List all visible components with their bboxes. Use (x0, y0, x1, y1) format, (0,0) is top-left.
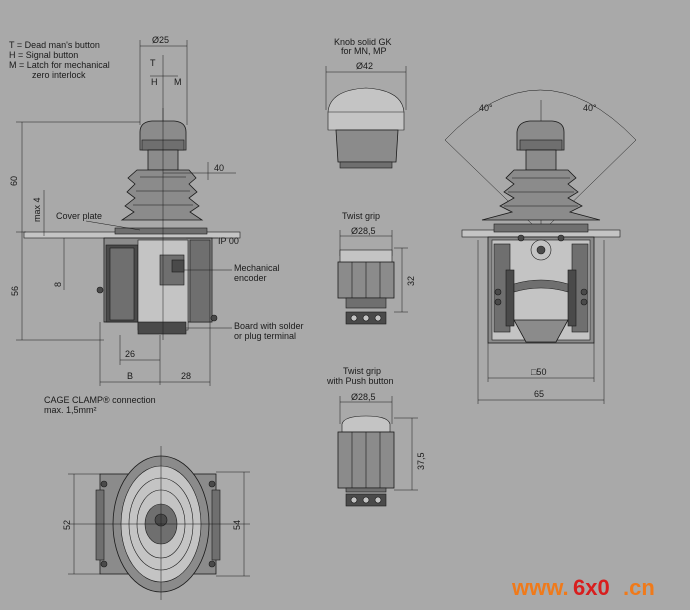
label-terminal: or plug terminal (234, 331, 296, 341)
twist-height: 32 (406, 276, 416, 286)
watermark: www. 6x0 .cn (511, 575, 655, 600)
dim-50: □50 (531, 367, 546, 377)
dim-65: 65 (534, 389, 544, 399)
bottom-view: 52 54 (62, 446, 250, 600)
dim-dia-25: Ø25 (152, 35, 169, 45)
cage-line2: max. 1,5mm² (44, 405, 97, 415)
dim-28: 28 (181, 371, 191, 381)
knob-gk: Knob solid GK for MN, MP Ø42 (325, 37, 407, 169)
label-cover-plate: Cover plate (56, 211, 102, 221)
knob-title2: for MN, MP (341, 46, 387, 56)
label-board: Board with solder (234, 321, 304, 331)
angle-right: 40° (583, 103, 597, 113)
twist-push-height: 37,5 (416, 452, 426, 470)
legend-t: T = Dead man's button (9, 40, 100, 50)
dim-54: 54 (232, 520, 242, 530)
legend-h: H = Signal button (9, 50, 78, 60)
twist-push-title2: with Push button (326, 376, 394, 386)
label-h: H (151, 77, 158, 87)
legend-m-cont: zero interlock (32, 70, 86, 80)
twist-grip-push: Twist grip with Push button Ø28,5 37,5 (326, 366, 426, 507)
dim-b: B (127, 371, 133, 381)
twist-title: Twist grip (342, 211, 380, 221)
dim-60: 60 (9, 176, 19, 186)
dim-8: 8 (53, 282, 63, 287)
angle-left: 40° (479, 103, 493, 113)
watermark-www: www. (511, 575, 569, 600)
knob-title1: Knob solid GK (334, 37, 392, 47)
twist-push-title1: Twist grip (343, 366, 381, 376)
front-view: 40° 40° □50 (444, 89, 637, 404)
legend: T = Dead man's button H = Signal button … (9, 40, 110, 80)
dim-40: 40 (214, 163, 224, 173)
side-view: Ø25 T H M 40 (9, 35, 304, 386)
legend-m: M = Latch for mechanical (9, 60, 110, 70)
twist-grip: Twist grip Ø28,5 32 (337, 211, 416, 325)
label-ip: IP 00 (218, 236, 239, 246)
dim-52: 52 (62, 520, 72, 530)
knob-dia: Ø42 (356, 61, 373, 71)
dim-26: 26 (125, 349, 135, 359)
label-encoder: encoder (234, 273, 267, 283)
label-mechanical: Mechanical (234, 263, 280, 273)
twist-push-dia: Ø28,5 (351, 392, 376, 402)
dim-56: 56 (10, 286, 20, 296)
twist-dia: Ø28,5 (351, 226, 376, 236)
dim-max4: max 4 (32, 197, 42, 222)
watermark-domain: .cn (623, 575, 655, 600)
cage-clamp-note: CAGE CLAMP® connection max. 1,5mm² (44, 395, 156, 415)
label-t: T (150, 58, 156, 68)
label-m: M (174, 77, 182, 87)
cage-line1: CAGE CLAMP® connection (44, 395, 156, 405)
watermark-brand: 6x0 (573, 575, 610, 600)
